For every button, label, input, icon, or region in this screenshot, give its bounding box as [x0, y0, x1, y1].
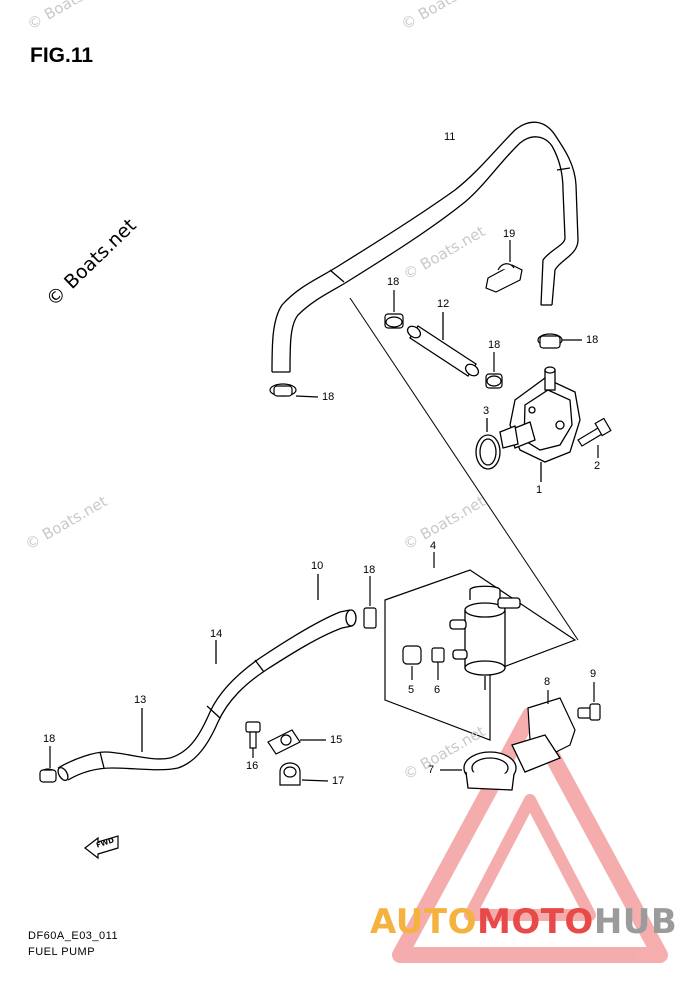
clip-6: [431, 647, 445, 680]
hose-12: [406, 312, 480, 377]
clip-17: [279, 762, 329, 786]
caption-title: FUEL PUMP: [28, 946, 96, 958]
clamp-18-upper-left: [269, 383, 319, 398]
callout-10: 10: [311, 560, 324, 572]
callout-18: 18: [322, 391, 335, 403]
callout-7: 7: [428, 764, 435, 776]
caption-code: DF60A_E03_011: [28, 930, 119, 942]
callout-12: 12: [437, 298, 450, 310]
callout-13: 13: [134, 694, 147, 706]
callout-19: 19: [503, 228, 516, 240]
callout-18: 18: [488, 339, 501, 351]
clamp-18-lower-left: [39, 746, 57, 783]
brand-logo: AUTOMOTOHUB: [370, 902, 677, 942]
fuel-pump-1: [499, 366, 581, 482]
callout-18: 18: [586, 334, 599, 346]
sleeve-5: [402, 645, 422, 680]
callout-8: 8: [544, 676, 551, 688]
clip-19: [485, 240, 523, 293]
clamp-18-right: [537, 333, 582, 349]
fwd-arrow-icon: [84, 835, 119, 860]
clamp-18-hose10: [363, 576, 377, 629]
brand-auto: AUTO: [370, 902, 477, 942]
fuel-filter: [449, 585, 521, 690]
bolt-16: [245, 721, 261, 758]
hose-10-14-13: [57, 574, 357, 782]
callout-18: 18: [43, 733, 56, 745]
bracket-15: [267, 729, 326, 755]
callout-5: 5: [408, 684, 415, 696]
callout-1: 1: [536, 484, 543, 496]
callout-17: 17: [332, 775, 345, 787]
clamp-18-middle: [485, 352, 503, 389]
brand-moto: MOTO: [476, 902, 594, 942]
callout-15: 15: [330, 734, 343, 746]
callout-11: 11: [444, 131, 456, 143]
callout-18: 18: [387, 276, 400, 288]
brand-hub: HUB: [593, 902, 678, 942]
leader-diagonal: [349, 297, 579, 641]
hose-11: [271, 121, 579, 373]
callout-6: 6: [434, 684, 441, 696]
callout-4: 4: [430, 540, 437, 552]
callout-16: 16: [246, 760, 259, 772]
callout-3: 3: [483, 405, 490, 417]
callout-14: 14: [210, 628, 223, 640]
o-ring-3: [475, 418, 501, 470]
clamp-band-7: [440, 734, 561, 791]
bolt-2: [577, 417, 612, 458]
figure-title: FIG.11: [30, 44, 94, 67]
brand-triangle-watermark: [392, 707, 668, 963]
callout-2: 2: [594, 460, 601, 472]
bolt-9: [577, 682, 601, 721]
clamp-18-top: [384, 290, 404, 329]
callout-9: 9: [590, 668, 597, 680]
callout-18: 18: [363, 564, 376, 576]
